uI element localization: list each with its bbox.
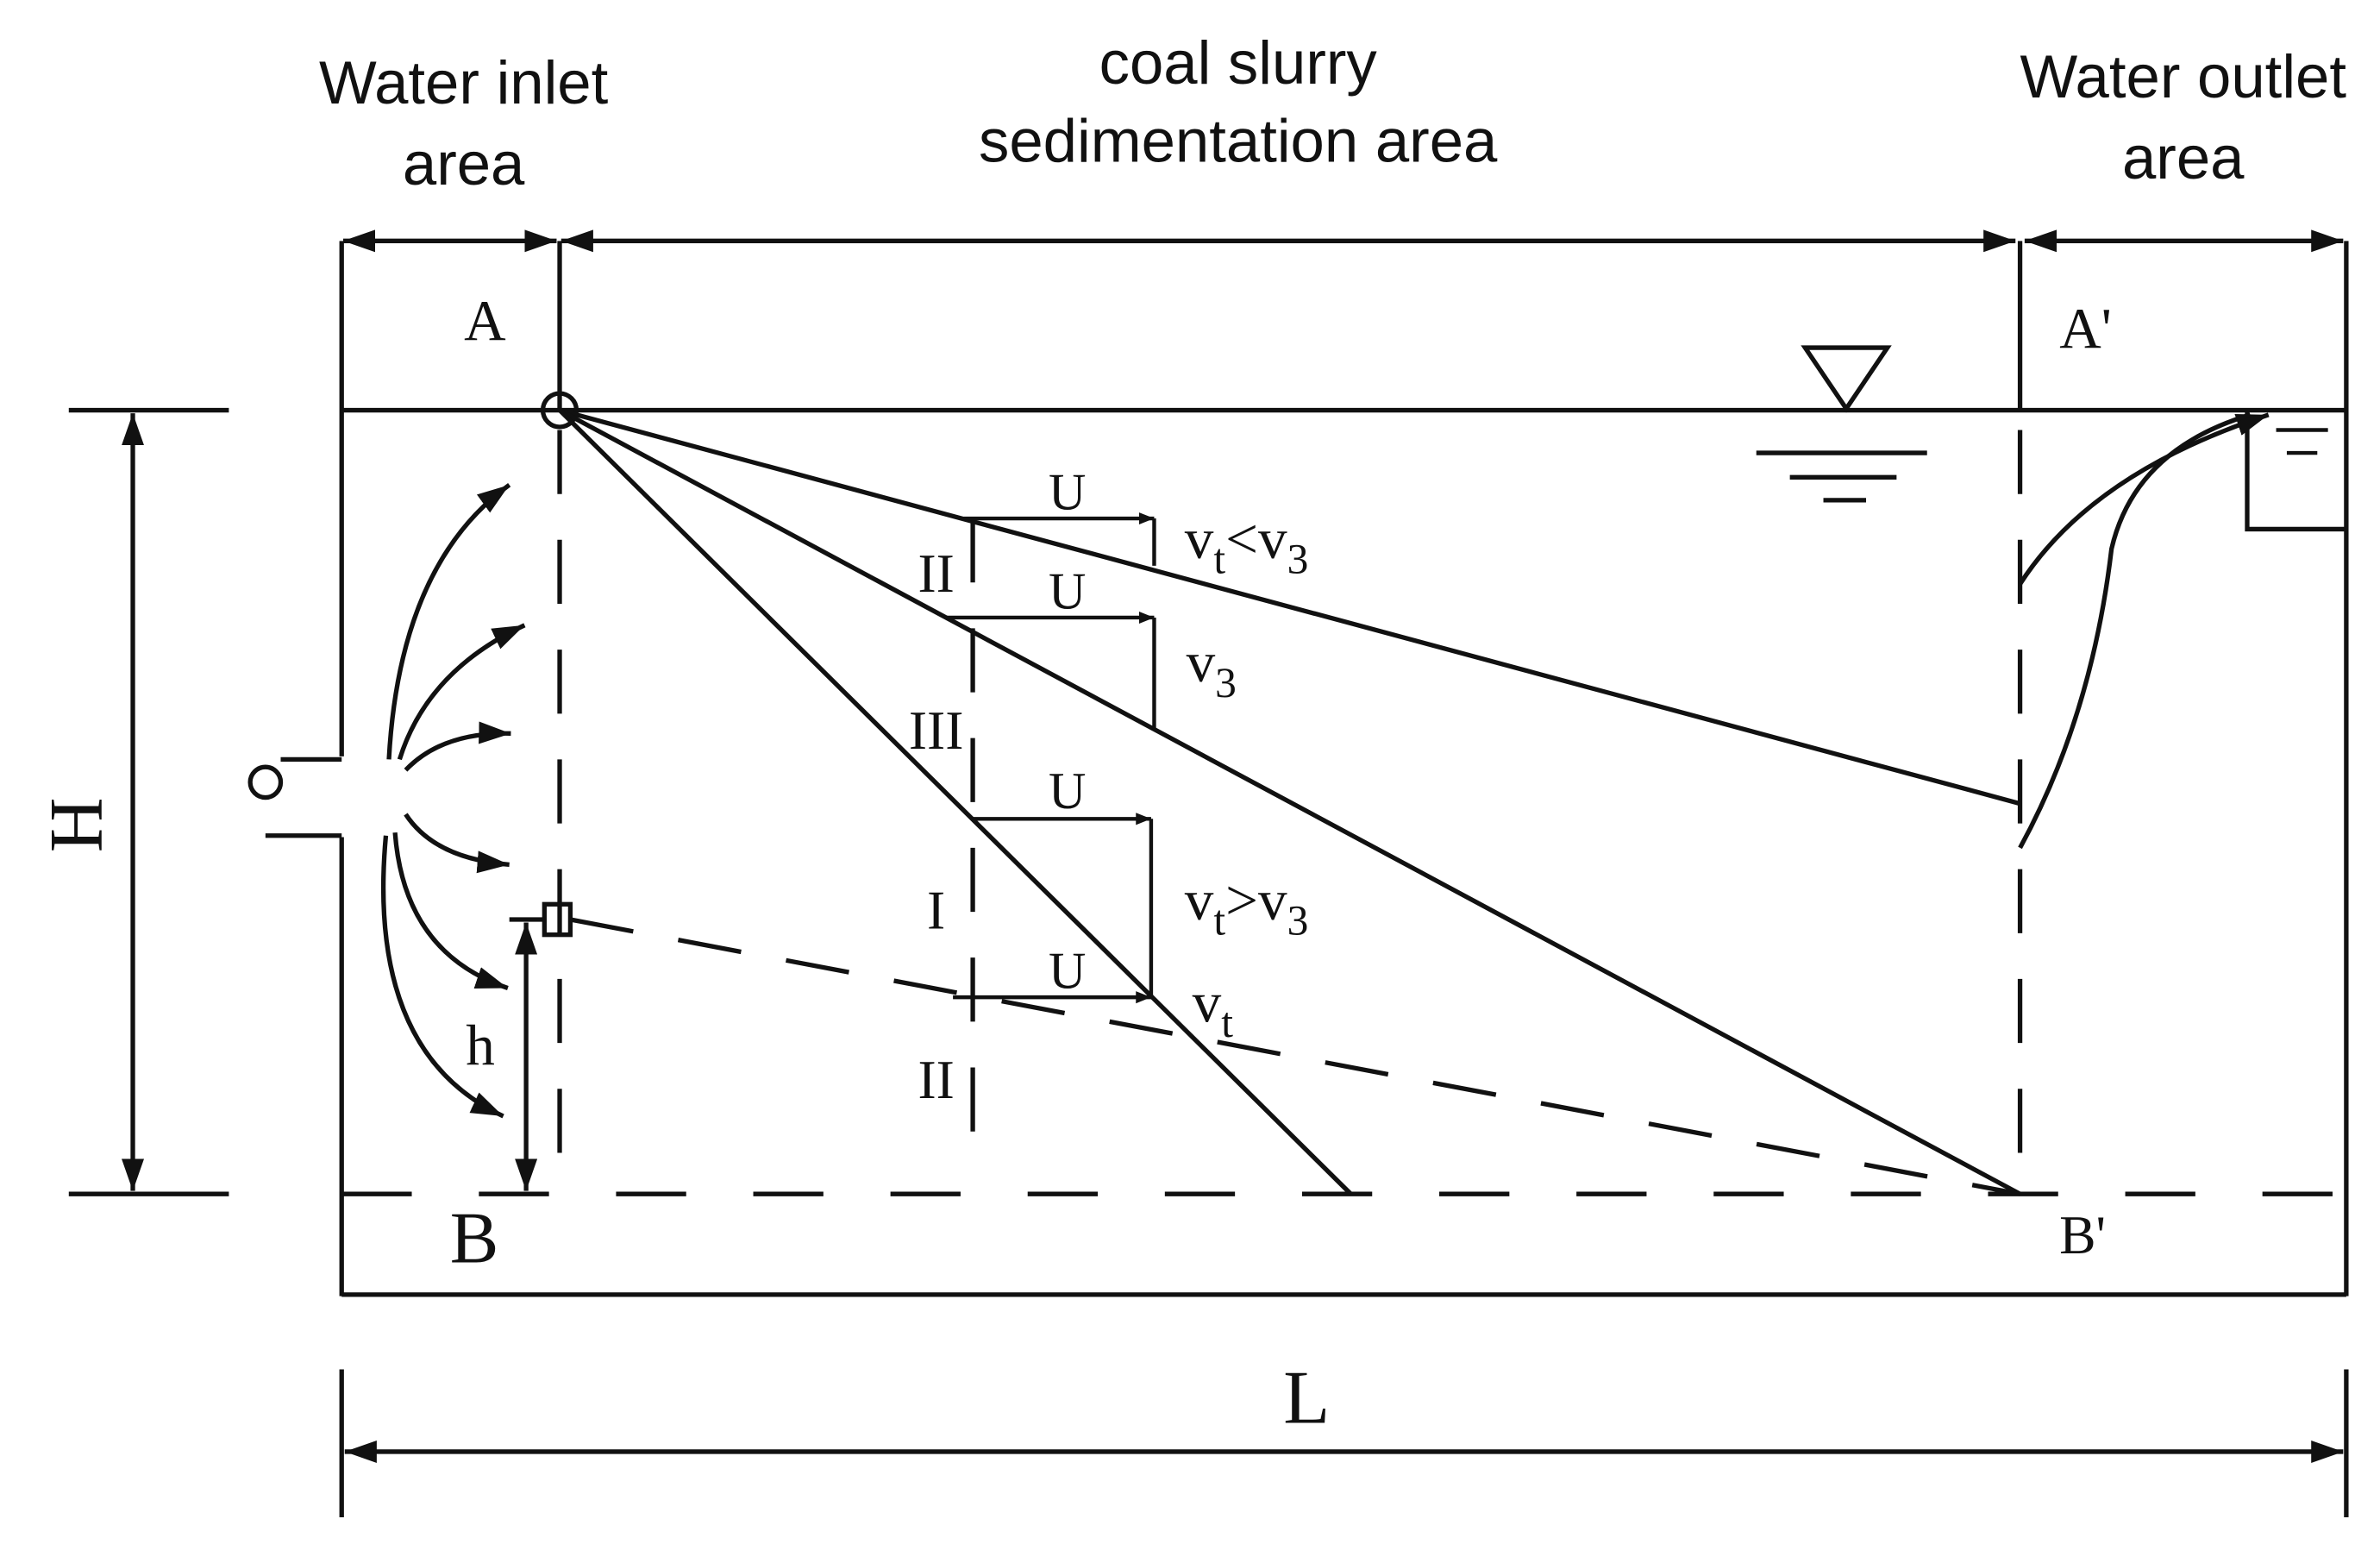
u-label-1: U — [1049, 463, 1086, 521]
water-level-symbol — [1756, 345, 1927, 503]
height-dimension — [68, 407, 229, 1196]
subscript-t: t — [1221, 999, 1233, 1046]
inlet-area-label-line2: area — [403, 129, 525, 198]
v-letter: v — [1185, 506, 1214, 571]
vt-greater-v3-label: vt>v3 — [1185, 868, 1309, 945]
v3-label: v3 — [1187, 630, 1237, 706]
u-label-4: U — [1049, 943, 1086, 1001]
height-label: H — [34, 797, 119, 852]
zone-label-ii-top: II — [918, 543, 954, 604]
small-height-label: h — [466, 1013, 495, 1077]
sedimentation-area-label-line2: sedimentation area — [979, 106, 1498, 174]
less-than-sign: < — [1225, 506, 1258, 571]
u-label-3: U — [1049, 763, 1086, 820]
point-a-label: A — [464, 288, 506, 353]
inlet-pipe — [247, 756, 342, 838]
vt-less-v3-label: vt<v3 — [1185, 506, 1309, 583]
v-letter: v — [1258, 868, 1287, 932]
subscript-t: t — [1213, 536, 1225, 583]
v-letter: v — [1187, 630, 1216, 694]
outlet-area-label-line2: area — [2122, 123, 2245, 191]
v-letter: v — [1258, 506, 1287, 571]
point-b-prime-label: B' — [2059, 1204, 2106, 1265]
length-label: L — [1283, 1355, 1330, 1440]
subscript-3: 3 — [1287, 536, 1309, 583]
subscript-3: 3 — [1215, 659, 1237, 706]
velocity-vectors — [947, 512, 1156, 1004]
inlet-point-marker — [540, 391, 579, 430]
particle-trajectories — [540, 391, 2021, 1196]
point-a-prime-label: A' — [2059, 296, 2112, 361]
zone-label-i: I — [927, 880, 945, 941]
u-label-2: U — [1049, 562, 1086, 620]
v-letter: v — [1185, 868, 1214, 932]
outlet-flow-curves — [2018, 412, 2270, 850]
vt-label: vt — [1193, 970, 1234, 1046]
outlet-area-label-line1: Water outlet — [2020, 42, 2346, 110]
subscript-t: t — [1213, 897, 1225, 945]
small-height-dimension — [509, 917, 545, 1191]
inlet-area-label-line1: Water inlet — [319, 48, 609, 116]
v-letter: v — [1193, 970, 1222, 1034]
greater-than-sign: > — [1225, 868, 1258, 932]
subscript-3: 3 — [1287, 897, 1309, 945]
sedimentation-area-label-line1: coal slurry — [1099, 28, 1378, 97]
zone-label-iii: III — [909, 700, 964, 761]
zone-label-ii-bottom: II — [918, 1049, 954, 1110]
outlet-weir — [2245, 411, 2346, 532]
tank-outline — [339, 241, 2349, 1297]
point-b-label: B — [450, 1198, 499, 1279]
length-dimension — [339, 1369, 2349, 1517]
inlet-flow-curves — [380, 483, 526, 1119]
